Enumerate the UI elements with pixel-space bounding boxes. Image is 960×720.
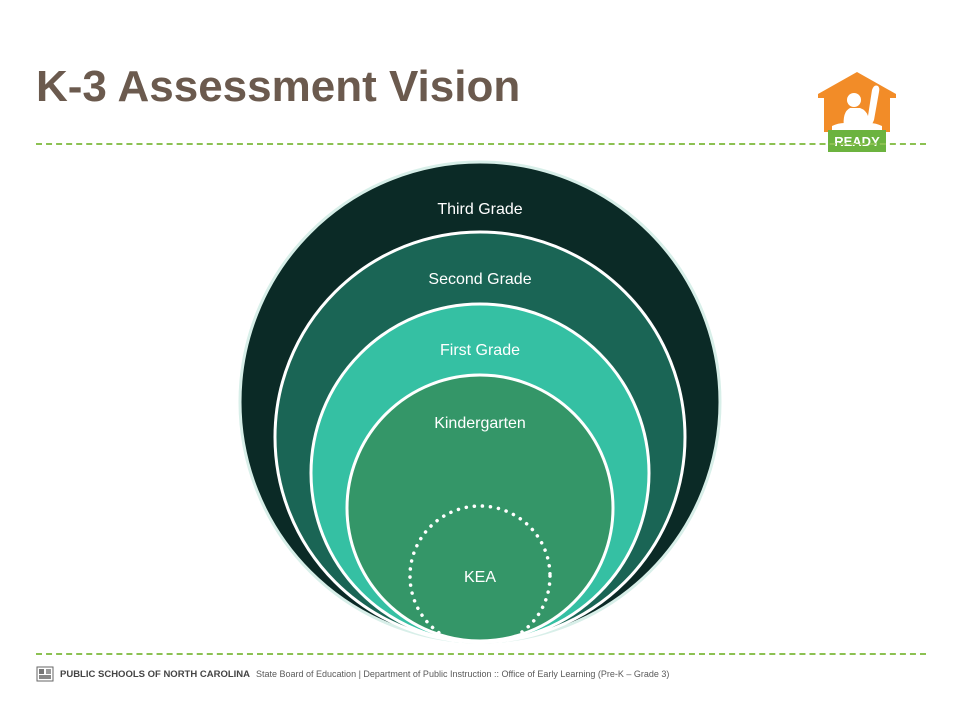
ready-logo-text: READY: [834, 134, 880, 149]
label-first-grade: First Grade: [440, 342, 520, 359]
ring-kindergarten: [345, 373, 615, 643]
child-head-icon: [847, 93, 861, 107]
footer-org: PUBLIC SCHOOLS OF NORTH CAROLINA: [60, 668, 250, 680]
label-third-grade: Third Grade: [437, 201, 522, 218]
header-divider: [36, 143, 926, 145]
label-kindergarten: Kindergarten: [434, 415, 526, 432]
ready-logo: READY: [818, 72, 896, 152]
ready-banner: [828, 130, 886, 152]
book-icon: [832, 123, 882, 132]
footer: PUBLIC SCHOOLS OF NORTH CAROLINA State B…: [36, 664, 669, 684]
kea-dotted-circle: [408, 504, 552, 648]
label-kea: KEA: [464, 569, 496, 586]
label-second-grade: Second Grade: [428, 271, 531, 288]
footer-divider: [36, 653, 926, 655]
state-seal-icon: [36, 666, 54, 682]
footer-text: State Board of Education | Department of…: [256, 669, 670, 679]
raised-hand-icon: [843, 85, 880, 128]
page-title: K-3 Assessment Vision: [36, 62, 521, 111]
